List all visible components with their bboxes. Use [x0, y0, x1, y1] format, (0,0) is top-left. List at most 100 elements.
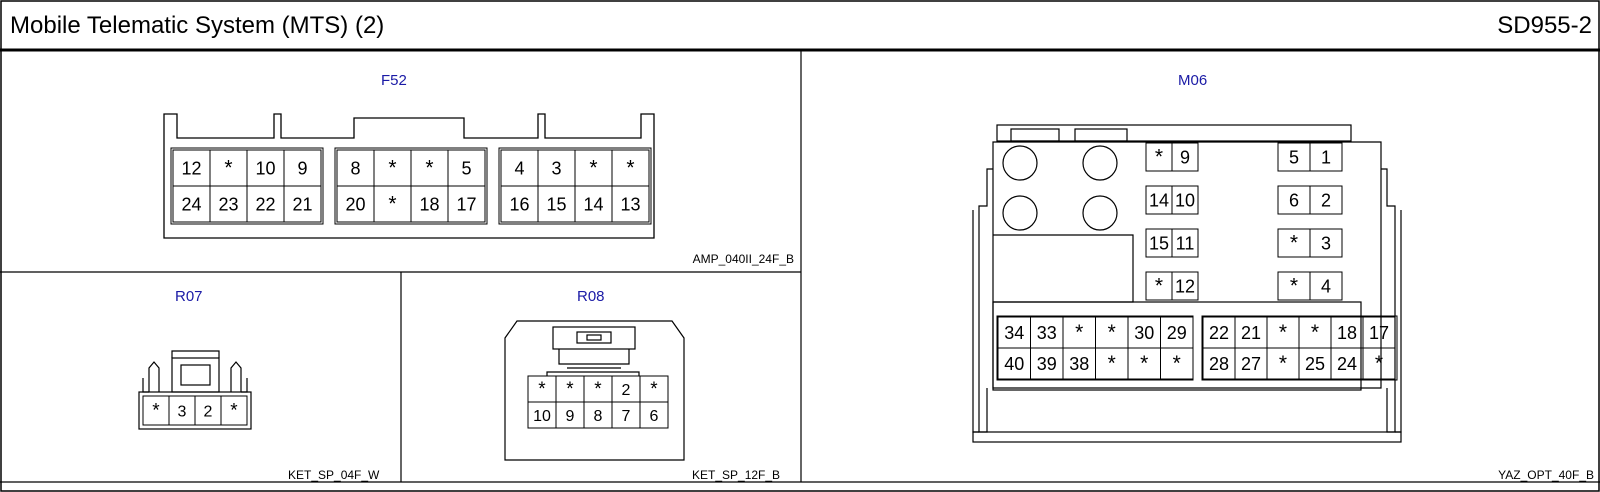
f52-pin-cell — [447, 185, 486, 223]
f52-pin: 15 — [546, 194, 566, 214]
m06-pin: 3 — [1321, 233, 1331, 253]
m06-pin: * — [1075, 321, 1083, 344]
m06-pin: * — [1155, 145, 1163, 168]
r07-pin: * — [152, 400, 160, 421]
f52-pin: * — [388, 192, 396, 215]
r08-pin: 10 — [533, 408, 551, 425]
m06-pin: 40 — [1004, 354, 1024, 374]
f52-connector-id: F52 — [381, 72, 407, 89]
f52-pin: * — [425, 156, 433, 179]
f52-pin: 13 — [620, 194, 640, 214]
m06-pin: 34 — [1004, 323, 1024, 343]
m06-pin: 14 — [1149, 190, 1169, 210]
r07-housing — [138, 350, 252, 430]
m06-pin-cell — [1309, 142, 1343, 172]
f52-pin-cell — [611, 185, 650, 223]
f52-pin: 5 — [461, 158, 471, 178]
m06-pin: 25 — [1305, 354, 1325, 374]
f52-pin: 16 — [509, 194, 529, 214]
m06-pin-cell — [1171, 271, 1199, 301]
m06-pin: 5 — [1289, 147, 1299, 167]
m06-pin: 6 — [1289, 190, 1299, 210]
m06-pin: 24 — [1337, 354, 1357, 374]
m06-connector-type: YAZ_OPT_40F_B — [1498, 468, 1594, 482]
f52-pin: * — [224, 156, 232, 179]
m06-pin: * — [1290, 274, 1298, 297]
m06-pin: * — [1108, 352, 1116, 375]
page-title: Mobile Telematic System (MTS) (2) — [10, 12, 385, 39]
f52-pin: 12 — [181, 158, 201, 178]
f52-pin: 10 — [255, 158, 275, 178]
r08-pin: * — [538, 379, 546, 400]
m06-pin: 11 — [1176, 233, 1195, 253]
m06-pin: 33 — [1037, 323, 1057, 343]
f52-pin: 3 — [551, 158, 561, 178]
m06-pin: 12 — [1175, 276, 1195, 296]
r07-pin-cell — [220, 395, 248, 426]
f52-pin: 14 — [583, 194, 603, 214]
f52-pin: 8 — [350, 158, 360, 178]
m06-pin-cell — [1309, 228, 1343, 258]
m06-connector-id: M06 — [1178, 72, 1208, 89]
m06-pin: 22 — [1209, 323, 1229, 343]
m06-pin: * — [1375, 352, 1383, 375]
m06-pin: 38 — [1069, 354, 1089, 374]
f52-connector-type: AMP_040II_24F_B — [692, 252, 794, 266]
m06-pin: 39 — [1037, 354, 1057, 374]
f52-pin: 4 — [514, 158, 524, 178]
m06-pin: * — [1155, 274, 1163, 297]
f52-pin: 23 — [218, 194, 238, 214]
m06-pin: 2 — [1321, 190, 1331, 210]
r08-pin: 9 — [566, 408, 575, 425]
r08-pin: 6 — [650, 408, 659, 425]
m06-pin: * — [1173, 352, 1181, 375]
r08-pin: 8 — [594, 408, 603, 425]
f52-pin: * — [388, 156, 396, 179]
m06-bottom-right-block — [1201, 315, 1398, 381]
r08-housing — [504, 320, 685, 461]
f52-pin: 17 — [456, 194, 476, 214]
m06-pin: * — [1108, 321, 1116, 344]
r08-pin: * — [594, 379, 602, 400]
m06-pin: 28 — [1209, 354, 1229, 374]
f52-pin-group — [170, 147, 324, 225]
f52-housing — [163, 113, 655, 239]
f52-pin-group — [334, 147, 488, 225]
f52-pin: 24 — [181, 194, 201, 214]
r08-pin-cell — [639, 401, 669, 429]
f52-pin: * — [626, 156, 634, 179]
m06-pin: 30 — [1134, 323, 1154, 343]
r07-pin: 2 — [204, 403, 213, 420]
r08-pin: 7 — [622, 408, 631, 425]
f52-pin-group — [498, 147, 652, 225]
f52-pin: * — [589, 156, 597, 179]
m06-pin-cell — [1362, 347, 1396, 380]
m06-pin: * — [1279, 352, 1287, 375]
sheet-code: SD955-2 — [1497, 12, 1592, 39]
m06-pin: * — [1290, 231, 1298, 254]
m06-pin: * — [1140, 352, 1148, 375]
m06-pin: 10 — [1175, 190, 1195, 210]
m06-housing — [972, 124, 1402, 443]
r08-connector-type: KET_SP_12F_B — [692, 468, 781, 482]
r08-pin: 2 — [622, 382, 631, 399]
m06-pin: 15 — [1149, 233, 1169, 253]
m06-pin: 1 — [1321, 147, 1331, 167]
r08-connector-id: R08 — [577, 288, 605, 305]
r07-connector-type: KET_SP_04F_W — [288, 468, 380, 482]
f52-pin: 20 — [345, 194, 365, 214]
m06-pin: 29 — [1167, 323, 1187, 343]
m06-pin-cell — [1171, 142, 1199, 172]
m06-pin: * — [1279, 321, 1287, 344]
m06-pin-cell — [1309, 185, 1343, 215]
m06-pin-cell — [1160, 347, 1194, 380]
f52-pin: 22 — [255, 194, 275, 214]
f52-pin: 9 — [297, 158, 307, 178]
m06-pin: 9 — [1180, 147, 1190, 167]
m06-pin: 18 — [1337, 323, 1357, 343]
m06-pin: * — [1311, 321, 1319, 344]
